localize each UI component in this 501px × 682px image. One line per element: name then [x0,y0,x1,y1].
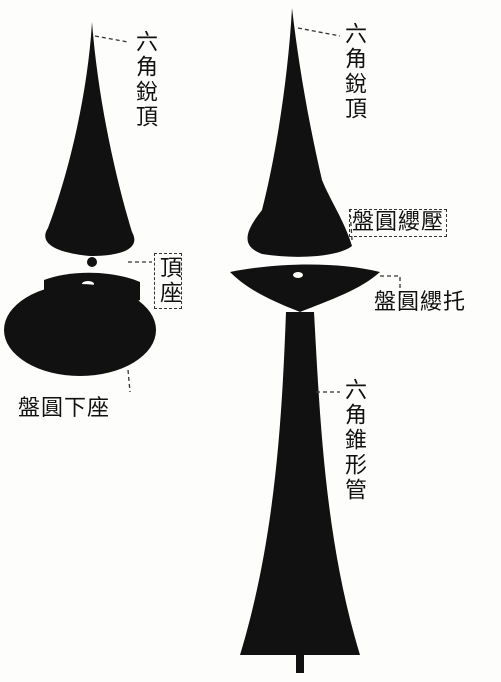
left-leaders [94,35,152,393]
left-crown-seat-label: 頂座 [154,253,182,309]
left-apex-label: 六角銳頂 [132,30,157,130]
left-apex-tip [87,257,97,267]
right-leaders [297,27,401,393]
right-tassel-support-label: 盤圓纓托 [374,290,467,315]
right-ornament [230,8,380,673]
left-apex-spike [45,22,135,256]
left-base-disc [4,284,156,376]
right-support-hole [293,272,303,278]
right-tube-label: 六角錐形管 [341,378,366,503]
right-conical-tube [240,312,360,655]
right-tassel-support-plate [230,264,380,312]
right-tassel-press-label: 盤圓纓壓 [348,209,448,237]
left-base-label: 盤圓下座 [18,396,111,421]
right-tube-pin [296,655,304,673]
left-ornament [4,22,156,376]
right-apex-label: 六角銳頂 [341,22,366,122]
right-apex-spike [247,8,352,257]
